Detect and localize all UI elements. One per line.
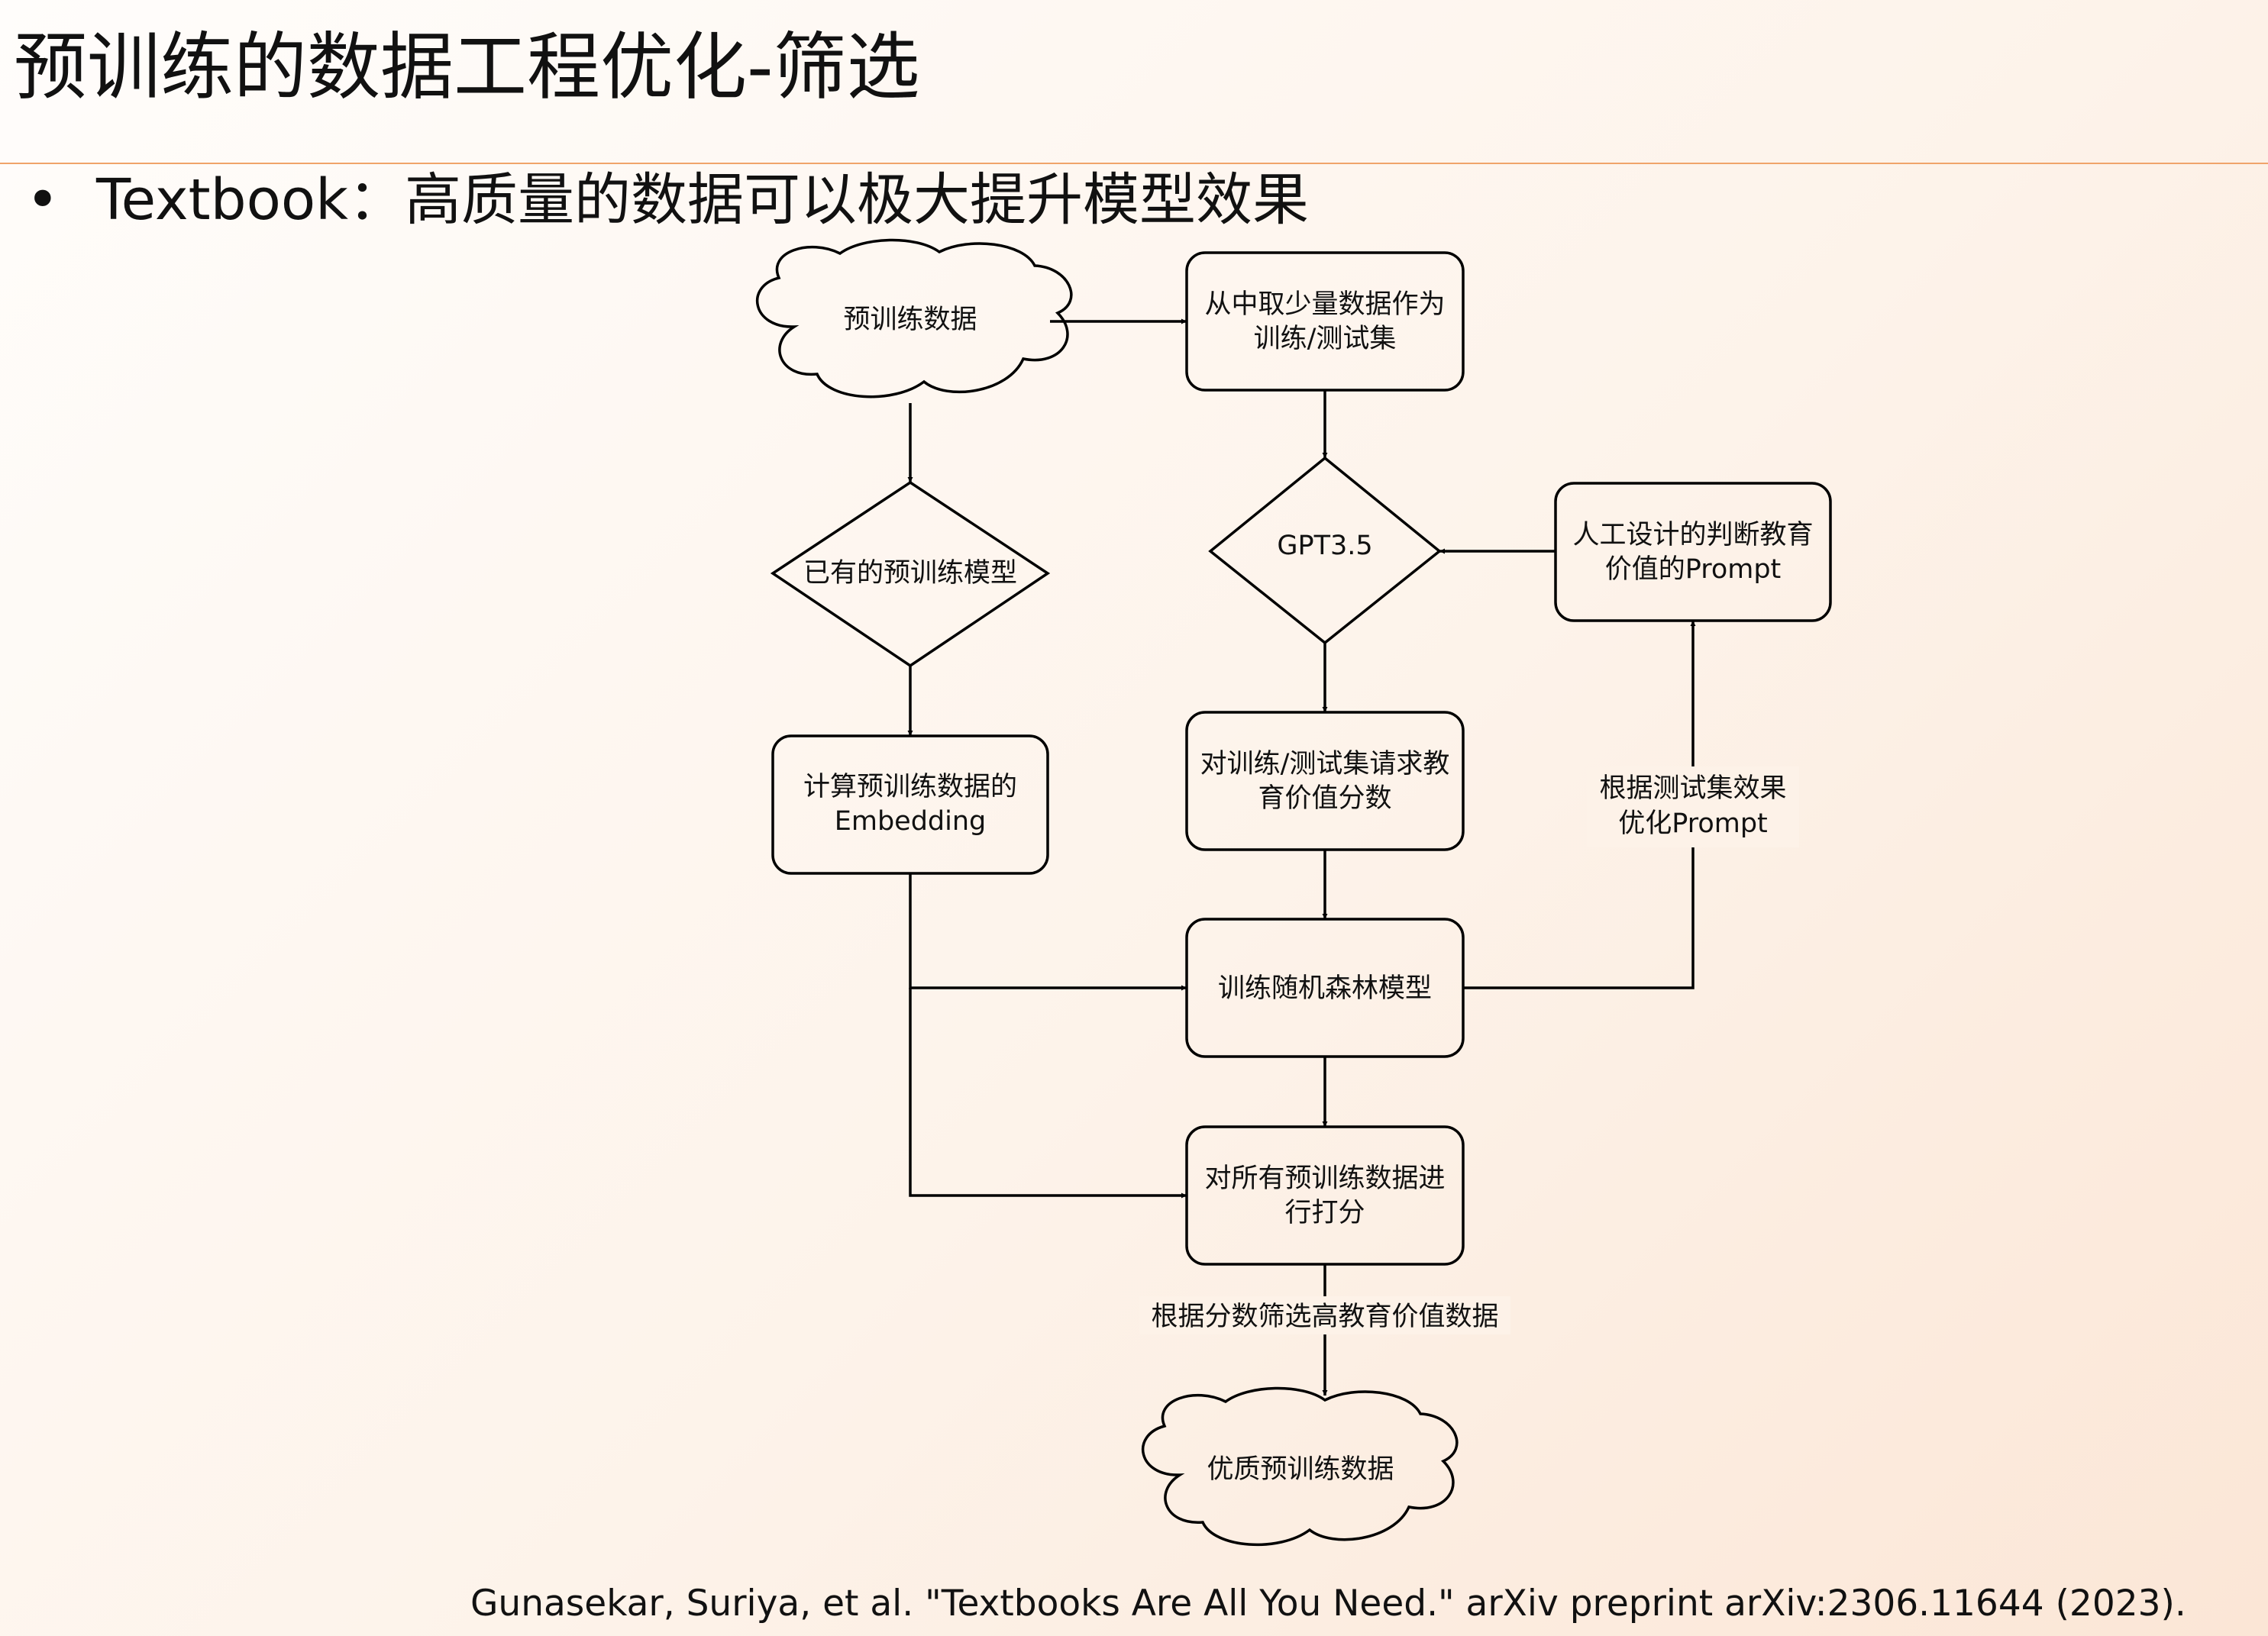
edge-embedding-to-train [909,873,1187,991]
edge-label-optimize-line2: 优化Prompt [1618,808,1768,839]
bullet-marker: • [26,167,60,233]
sample-data-label-line1: 从中取少量数据作为 [1204,289,1445,320]
compute-embedding-label-line1: 计算预训练数据的 [803,772,1017,802]
existing-model-label: 已有的预训练模型 [803,558,1017,589]
bullet-text: Textbook：高质量的数据可以极大提升模型效果 [96,167,1310,233]
citation: Gunasekar, Suriya, et al. "Textbooks Are… [470,1583,2186,1625]
request-score-box [1185,711,1465,851]
edge-label-optimize-line1: 根据测试集效果 [1599,773,1786,804]
pretrain-data-cloud [756,238,1073,399]
quality-data-label: 优质预训练数据 [1207,1454,1394,1485]
bullet-point: • Textbook：高质量的数据可以极大提升模型效果 [26,169,1309,231]
request-score-label-line2: 育价值分数 [1258,783,1391,814]
edge-embedding-to-score [909,988,1187,1199]
manual-prompt-box [1554,482,1832,622]
sample-data-label-line2: 训练/测试集 [1254,324,1397,354]
manual-prompt-label-line1: 人工设计的判断教育 [1572,520,1813,550]
sample-data-box [1185,251,1465,392]
edge-label-filter: 根据分数筛选高教育价值数据 [1151,1302,1498,1332]
gpt35-label: GPT3.5 [1277,531,1372,561]
compute-embedding-label-line2: Embedding [835,806,987,837]
edge-train-to-prompt [1463,621,1696,989]
manual-prompt-label-line2: 价值的Prompt [1605,554,1782,585]
score-all-box [1185,1125,1465,1266]
score-all-label-line2: 行打分 [1284,1198,1365,1228]
edge-label-bg-filter [1139,1296,1510,1334]
title-divider [0,163,2268,164]
slide-title: 预训练的数据工程优化-筛选 [14,24,920,110]
edge-label-bg-optimize [1587,766,1799,847]
score-all-label-line1: 对所有预训练数据进 [1204,1163,1445,1194]
quality-data-cloud [1142,1386,1459,1547]
pretrain-data-label: 预训练数据 [843,305,977,335]
train-rf-label: 训练随机森林模型 [1218,973,1432,1004]
request-score-label-line1: 对训练/测试集请求教 [1200,749,1450,779]
compute-embedding-box [771,734,1049,875]
